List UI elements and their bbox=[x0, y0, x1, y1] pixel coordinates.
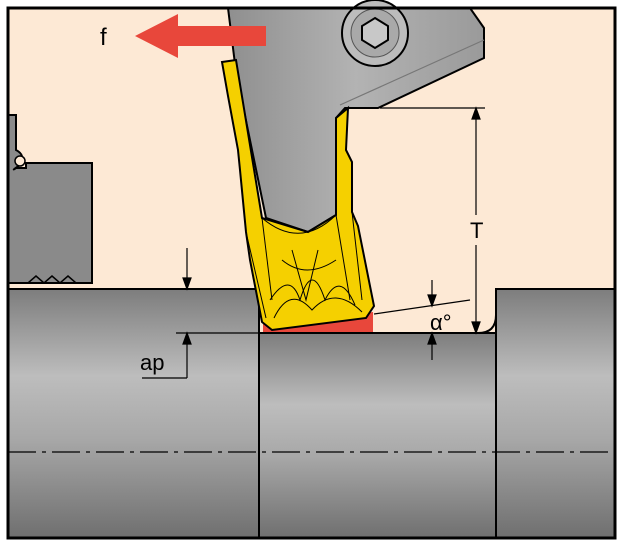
workpiece-left bbox=[7, 288, 260, 539]
insert-chipbreaker bbox=[245, 211, 363, 319]
workpiece-right bbox=[495, 288, 616, 539]
feed-label: f bbox=[100, 24, 107, 51]
depth-dimension bbox=[142, 248, 262, 379]
angle-dimension bbox=[373, 280, 471, 360]
left-arrow-icon bbox=[135, 14, 266, 58]
thickness-dimension bbox=[380, 106, 485, 335]
workpiece-groove bbox=[258, 332, 497, 539]
cutting-insert bbox=[220, 58, 376, 332]
thread-notch bbox=[14, 155, 26, 167]
hex-socket-screw-icon bbox=[341, 0, 409, 67]
thickness-label: T bbox=[470, 218, 483, 243]
threaded-section bbox=[7, 114, 93, 284]
angle-label: α° bbox=[430, 310, 452, 335]
frame-border bbox=[6, 6, 617, 540]
groove-corner-radius bbox=[477, 314, 497, 334]
thread-profile bbox=[8, 275, 92, 284]
tool-holder-edge bbox=[339, 39, 485, 106]
depth-label: ap bbox=[140, 350, 164, 375]
